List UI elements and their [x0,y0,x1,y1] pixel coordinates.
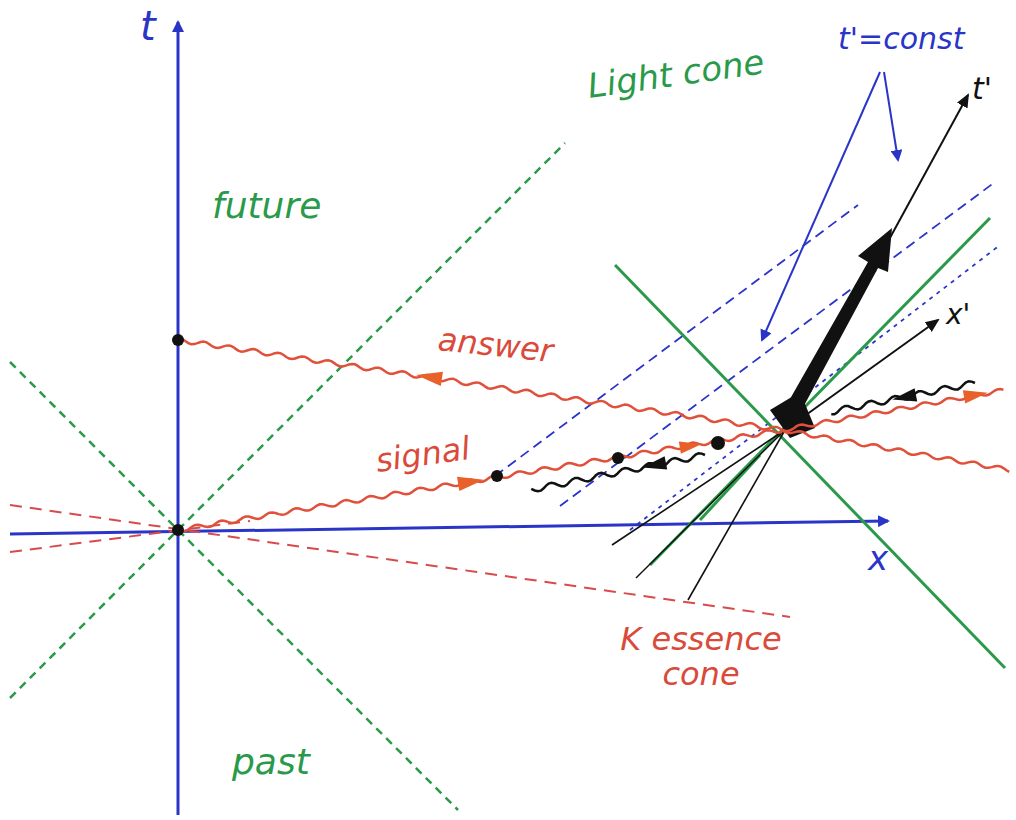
diagram-label: t' [972,72,992,105]
diagram-label: answer [436,322,555,369]
diagram-label: Light cone [585,43,766,105]
light-cone-line [10,143,565,698]
diagram-label: t [140,4,156,48]
diagram-label: t'=const [838,22,964,55]
arrow-head [457,477,484,491]
diagram-label: future [212,186,321,226]
simultaneity-line [630,245,1000,530]
local-light-cone [615,265,1005,668]
diagram-label: K essence cone [606,622,796,692]
leader-arrow [762,72,880,340]
arrow-head [416,372,443,386]
diagram-label: x [868,540,888,577]
event-dot [172,524,184,536]
event-dot [172,334,184,346]
signal-wave [178,430,782,531]
diagram-label: x' [946,300,970,331]
frame-line [612,430,785,545]
event-dot [711,436,725,450]
t-axis [177,22,180,815]
diagram-label: signal [374,431,473,479]
leader-arrow [884,72,898,160]
frame-line [688,430,785,600]
answer-wave [782,430,1009,472]
event-dot [491,470,503,482]
event-dot [612,452,624,464]
light-cone-line [10,362,458,810]
k-essence-cone-line [10,505,790,617]
signal-wave [782,389,1003,431]
rocket-tail [770,392,815,438]
arrow-head [642,456,667,469]
arrow-head [963,390,988,403]
x-axis [10,521,888,534]
black-wave [831,381,975,414]
diagram-label: past [232,742,310,782]
arrow-head [892,388,917,401]
